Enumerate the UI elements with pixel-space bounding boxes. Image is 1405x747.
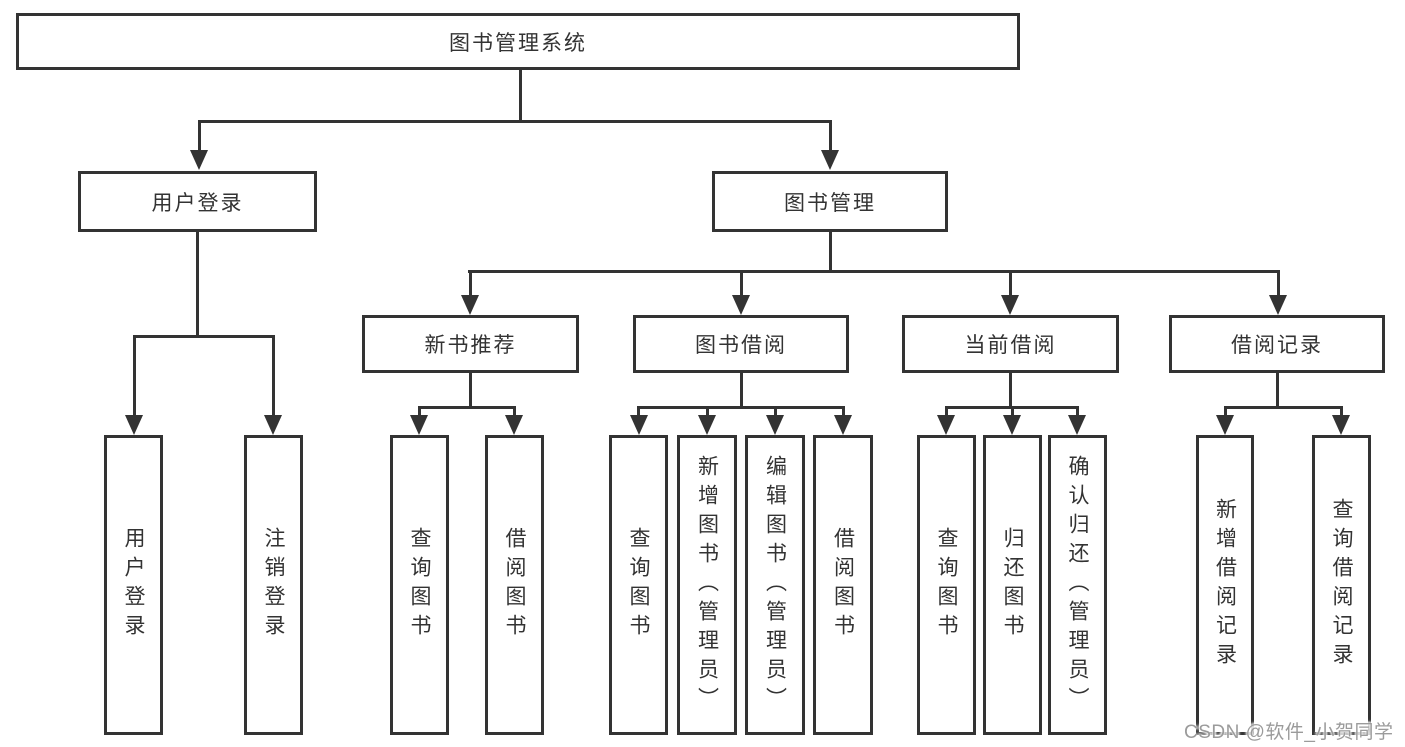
connector-stem xyxy=(1011,406,1014,416)
arrow-down-icon xyxy=(125,415,143,435)
arrow-down-icon xyxy=(698,415,716,435)
leaf-label: 确认归还（管理员） xyxy=(1066,454,1089,716)
node-new-book-recommend-label: 新书推荐 xyxy=(424,334,517,357)
leaf-recommend-query-book: 查询图书 xyxy=(390,435,449,735)
connector-stem xyxy=(829,120,832,151)
connector-splitter xyxy=(418,406,516,409)
connector-stem xyxy=(637,406,640,416)
node-borrow-records-label: 借阅记录 xyxy=(1231,334,1323,357)
leaf-label: 新增图书（管理员） xyxy=(695,454,719,716)
leaf-label: 查询图书 xyxy=(408,527,431,643)
node-user-login-branch-label: 用户登录 xyxy=(151,191,244,215)
connector-stem xyxy=(774,406,777,416)
connector-stem xyxy=(1009,270,1012,296)
arrow-down-icon xyxy=(766,415,784,435)
arrow-down-icon xyxy=(732,295,750,315)
leaf-label: 查询借阅记录 xyxy=(1330,498,1353,672)
connector-stem xyxy=(198,120,201,151)
leaf-label: 新增借阅记录 xyxy=(1213,498,1237,672)
arrow-down-icon xyxy=(1003,415,1021,435)
node-current-borrow: 当前借阅 xyxy=(902,315,1119,373)
connector-splitter xyxy=(637,406,845,409)
node-user-login-branch: 用户登录 xyxy=(78,171,317,232)
node-root: 图书管理系统 xyxy=(16,13,1020,70)
leaf-borrow-book: 借阅图书 xyxy=(813,435,873,735)
connector-stem xyxy=(1340,406,1343,416)
csdn-watermark: CSDN @软件_小贺同学 xyxy=(1184,722,1394,743)
arrow-down-icon xyxy=(1216,415,1234,435)
arrow-down-icon xyxy=(1001,295,1019,315)
leaf-label: 借阅图书 xyxy=(831,527,855,643)
leaf-label: 归还图书 xyxy=(1001,527,1024,643)
node-book-management-branch: 图书管理 xyxy=(712,171,948,232)
leaf-user-login-label: 用户登录 xyxy=(122,527,145,643)
arrow-down-icon xyxy=(937,415,955,435)
connector-stem xyxy=(272,335,275,416)
connector-user-trunk xyxy=(196,232,199,336)
node-book-borrow: 图书借阅 xyxy=(633,315,849,373)
node-book-management-branch-label: 图书管理 xyxy=(784,191,876,215)
arrow-down-icon xyxy=(410,415,428,435)
leaf-logout-label: 注销登录 xyxy=(262,527,285,643)
connector-root-trunk xyxy=(519,70,522,121)
node-borrow-records: 借阅记录 xyxy=(1169,315,1385,373)
connector-splitter xyxy=(1224,406,1342,409)
leaf-confirm-return-admin: 确认归还（管理员） xyxy=(1048,435,1107,735)
node-book-borrow-label: 图书借阅 xyxy=(695,334,787,357)
leaf-label: 查询图书 xyxy=(627,527,650,643)
connector-stem xyxy=(740,270,743,296)
leaf-label: 借阅图书 xyxy=(503,527,526,643)
connector-trunk xyxy=(1009,373,1012,407)
leaf-logout: 注销登录 xyxy=(244,435,303,735)
leaf-label: 编辑图书（管理员） xyxy=(763,454,787,716)
connector-stem xyxy=(706,406,709,416)
leaf-return-book: 归还图书 xyxy=(983,435,1042,735)
leaf-add-book-admin: 新增图书（管理员） xyxy=(677,435,737,735)
arrow-down-icon xyxy=(821,150,839,170)
arrow-down-icon xyxy=(1068,415,1086,435)
arrow-down-icon xyxy=(190,150,208,170)
arrow-down-icon xyxy=(461,295,479,315)
connector-trunk xyxy=(1276,373,1279,407)
arrow-down-icon xyxy=(630,415,648,435)
connector-stem xyxy=(1224,406,1227,416)
arrow-down-icon xyxy=(505,415,523,435)
connector-stem xyxy=(1076,406,1079,416)
connector-stem xyxy=(469,270,472,296)
arrow-down-icon xyxy=(1332,415,1350,435)
leaf-recommend-borrow-book: 借阅图书 xyxy=(485,435,544,735)
connector-stem xyxy=(1277,270,1280,296)
connector-stem xyxy=(418,406,421,416)
connector-stem xyxy=(133,335,136,416)
connector-stem xyxy=(513,406,516,416)
connector-mgmt-trunk xyxy=(829,232,832,271)
connector-user-splitter xyxy=(133,335,275,338)
arrow-down-icon xyxy=(264,415,282,435)
leaf-borrow-query-book: 查询图书 xyxy=(609,435,668,735)
connector-level2-splitter xyxy=(198,120,832,123)
connector-trunk xyxy=(469,373,472,407)
node-new-book-recommend: 新书推荐 xyxy=(362,315,579,373)
arrow-down-icon xyxy=(1269,295,1287,315)
leaf-user-login: 用户登录 xyxy=(104,435,163,735)
connector-stem xyxy=(945,406,948,416)
node-root-label: 图书管理系统 xyxy=(449,31,587,55)
leaf-add-borrow-record: 新增借阅记录 xyxy=(1196,435,1254,735)
arrow-down-icon xyxy=(834,415,852,435)
node-current-borrow-label: 当前借阅 xyxy=(964,334,1057,357)
connector-level3-splitter xyxy=(468,270,1280,273)
leaf-edit-book-admin: 编辑图书（管理员） xyxy=(745,435,805,735)
leaf-label: 查询图书 xyxy=(935,527,958,643)
connector-stem xyxy=(842,406,845,416)
connector-trunk xyxy=(740,373,743,407)
leaf-query-borrow-record: 查询借阅记录 xyxy=(1312,435,1371,735)
leaf-current-query-book: 查询图书 xyxy=(917,435,976,735)
